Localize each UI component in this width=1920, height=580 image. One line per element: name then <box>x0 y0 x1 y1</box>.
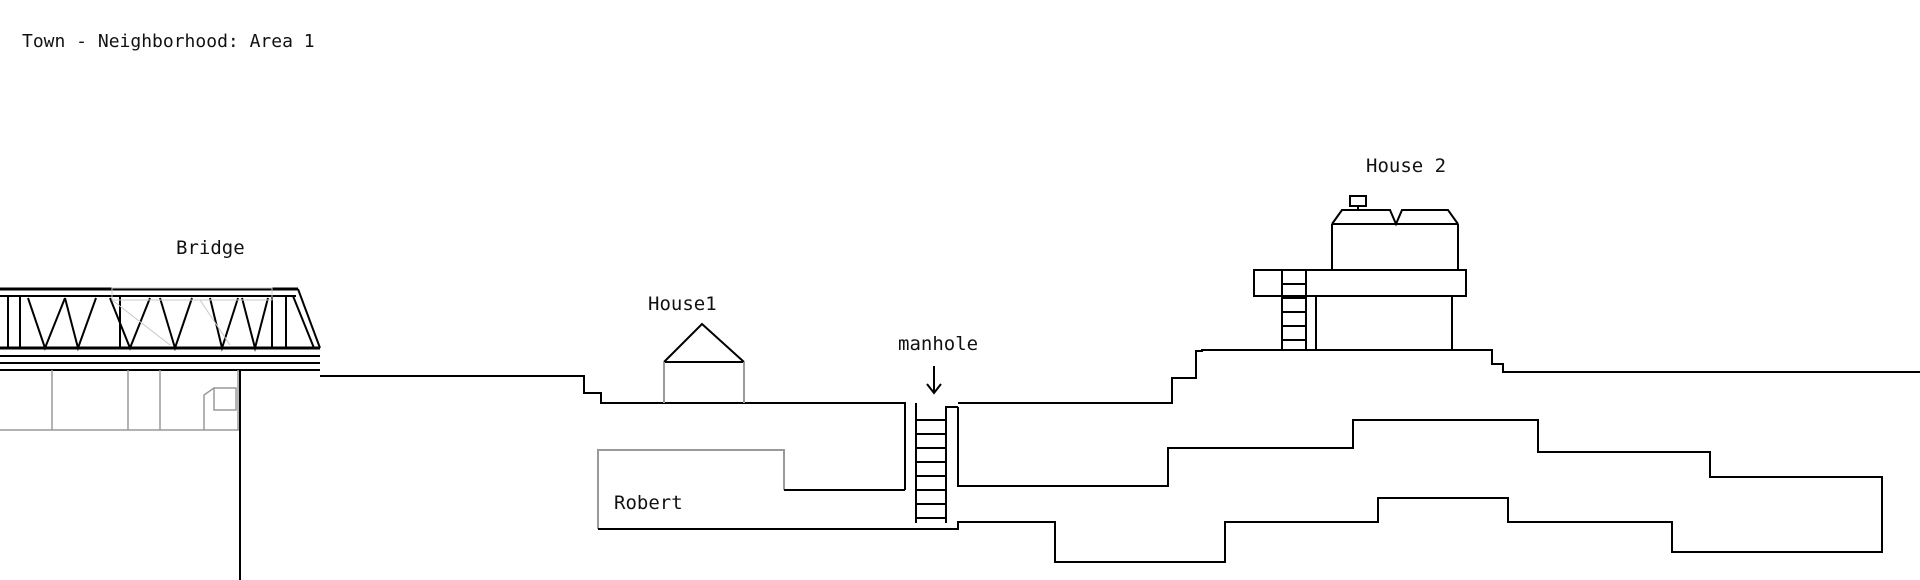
house-1 <box>663 322 745 403</box>
robert-room <box>597 407 1883 563</box>
house-2-label: House 2 <box>1366 155 1446 177</box>
robert-label: Robert <box>614 492 683 514</box>
manhole-arrow-icon <box>926 366 942 395</box>
house-1-label: House1 <box>648 293 717 315</box>
ground-line-left <box>320 375 906 490</box>
house-2 <box>1253 195 1467 350</box>
ground-line-right <box>958 349 1920 404</box>
map-title: Town - Neighborhood: Area 1 <box>22 31 315 52</box>
bridge-label: Bridge <box>176 237 245 259</box>
manhole-ladder[interactable] <box>915 403 958 523</box>
bridge-supports <box>0 370 240 431</box>
bridge <box>0 287 321 371</box>
manhole-label: manhole <box>898 333 978 355</box>
